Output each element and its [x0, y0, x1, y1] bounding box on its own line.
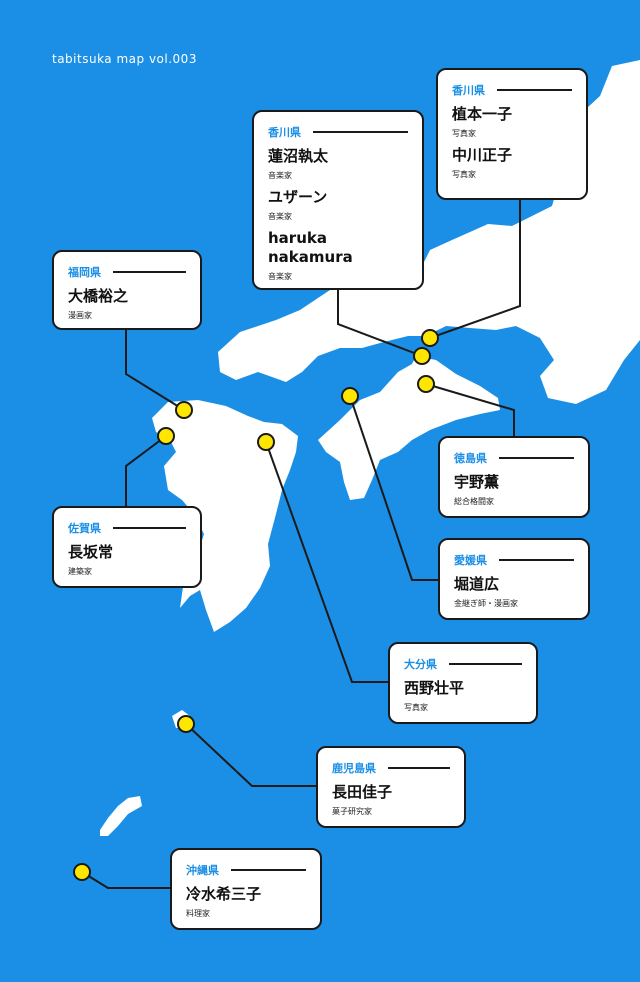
- card-tokushima[interactable]: 徳島県 宇野薫 総合格闘家: [438, 436, 590, 518]
- marker-kagawa-a: [421, 329, 439, 347]
- divider: [449, 663, 522, 665]
- person-role: 料理家: [186, 909, 210, 918]
- person-entry: 長坂常 建築家: [68, 543, 186, 576]
- prefecture-label: 鹿児島県: [332, 760, 450, 776]
- prefecture-name: 大分県: [404, 658, 437, 671]
- prefecture-label: 香川県: [452, 82, 572, 98]
- divider: [313, 131, 408, 133]
- marker-kagawa-b: [413, 347, 431, 365]
- leader-line: [337, 290, 423, 357]
- person-name: 蓮沼執太: [268, 147, 329, 165]
- card-fukuoka[interactable]: 福岡県 大橋裕之 漫画家: [52, 250, 202, 330]
- person-name: 冷水希三子: [186, 885, 262, 903]
- person-name: 宇野薫: [454, 473, 500, 491]
- person-name: 大橋裕之: [68, 287, 129, 305]
- person-name: ユザーン: [268, 188, 328, 206]
- person-role: 写真家: [452, 129, 476, 138]
- divider: [499, 457, 574, 459]
- prefecture-name: 徳島県: [454, 452, 487, 465]
- card-kagawa-musicians[interactable]: 香川県 蓮沼執太 音楽家 ユザーン 音楽家 haruka nakamura 音楽…: [252, 110, 424, 290]
- person-entry: 堀道広 金継ぎ師・漫画家: [454, 575, 574, 608]
- divider: [388, 767, 450, 769]
- divider: [231, 869, 306, 871]
- awaji-island: [622, 244, 640, 268]
- leader-lines: [81, 198, 521, 889]
- person-entry: 冷水希三子 料理家: [186, 885, 306, 918]
- person-name: 中川正子: [452, 146, 513, 164]
- person-entry: haruka nakamura 音楽家: [268, 229, 408, 281]
- leader-line: [125, 330, 185, 411]
- prefecture-label: 大分県: [404, 656, 522, 672]
- person-name: haruka nakamura: [268, 229, 353, 266]
- person-role: 菓子研究家: [332, 807, 372, 816]
- divider: [497, 89, 572, 91]
- person-entry: 蓮沼執太 音楽家: [268, 147, 408, 180]
- card-ehime[interactable]: 愛媛県 堀道広 金継ぎ師・漫画家: [438, 538, 590, 620]
- person-name: 長田佳子: [332, 783, 393, 801]
- person-entry: 植本一子 写真家: [452, 105, 572, 138]
- person-role: 音楽家: [268, 171, 292, 180]
- marker-kagoshima: [177, 715, 195, 733]
- leader-line: [349, 395, 438, 581]
- person-name: 植本一子: [452, 105, 513, 123]
- person-name: 堀道広: [454, 575, 500, 593]
- leader-line: [265, 441, 388, 683]
- prefecture-name: 香川県: [452, 84, 485, 97]
- marker-tokushima: [417, 375, 435, 393]
- prefecture-name: 鹿児島県: [332, 762, 376, 775]
- prefecture-label: 福岡県: [68, 264, 186, 280]
- leader-line: [81, 871, 172, 889]
- person-role: 写真家: [452, 170, 476, 179]
- divider: [113, 271, 186, 273]
- honshu-landmass: [218, 60, 640, 404]
- person-entry: 大橋裕之 漫画家: [68, 287, 186, 320]
- location-markers: [73, 329, 439, 881]
- person-entry: 西野壮平 写真家: [404, 679, 522, 712]
- leader-line: [429, 198, 521, 339]
- card-oita[interactable]: 大分県 西野壮平 写真家: [388, 642, 538, 724]
- prefecture-name: 沖縄県: [186, 864, 219, 877]
- prefecture-name: 福岡県: [68, 266, 101, 279]
- person-role: 金継ぎ師・漫画家: [454, 599, 518, 608]
- prefecture-name: 佐賀県: [68, 522, 101, 535]
- person-role: 建築家: [68, 567, 92, 576]
- divider: [113, 527, 186, 529]
- person-entry: ユザーン 音楽家: [268, 188, 408, 221]
- prefecture-name: 香川県: [268, 126, 301, 139]
- prefecture-label: 佐賀県: [68, 520, 186, 536]
- prefecture-label: 沖縄県: [186, 862, 306, 878]
- person-role: 総合格闘家: [454, 497, 494, 506]
- map-title: tabitsuka map vol.003: [52, 52, 197, 66]
- marker-saga: [157, 427, 175, 445]
- prefecture-label: 愛媛県: [454, 552, 574, 568]
- marker-oita: [257, 433, 275, 451]
- marker-fukuoka: [175, 401, 193, 419]
- person-name: 長坂常: [68, 543, 114, 561]
- person-role: 漫画家: [68, 311, 92, 320]
- person-role: 写真家: [404, 703, 428, 712]
- prefecture-name: 愛媛県: [454, 554, 487, 567]
- card-kagawa-photographers[interactable]: 香川県 植本一子 写真家 中川正子 写真家: [436, 68, 588, 200]
- leader-line: [125, 435, 167, 508]
- person-name: 西野壮平: [404, 679, 465, 697]
- marker-ehime: [341, 387, 359, 405]
- person-role: 音楽家: [268, 272, 292, 281]
- divider: [499, 559, 574, 561]
- leader-line: [185, 723, 318, 787]
- leader-line: [425, 383, 515, 436]
- prefecture-label: 香川県: [268, 124, 408, 140]
- card-saga[interactable]: 佐賀県 長坂常 建築家: [52, 506, 202, 588]
- prefecture-label: 徳島県: [454, 450, 574, 466]
- card-okinawa[interactable]: 沖縄県 冷水希三子 料理家: [170, 848, 322, 930]
- person-entry: 宇野薫 総合格闘家: [454, 473, 574, 506]
- person-role: 音楽家: [268, 212, 292, 221]
- person-entry: 長田佳子 菓子研究家: [332, 783, 450, 816]
- amami-island: [100, 796, 142, 836]
- person-entry: 中川正子 写真家: [452, 146, 572, 179]
- card-kagoshima[interactable]: 鹿児島県 長田佳子 菓子研究家: [316, 746, 466, 828]
- marker-okinawa: [73, 863, 91, 881]
